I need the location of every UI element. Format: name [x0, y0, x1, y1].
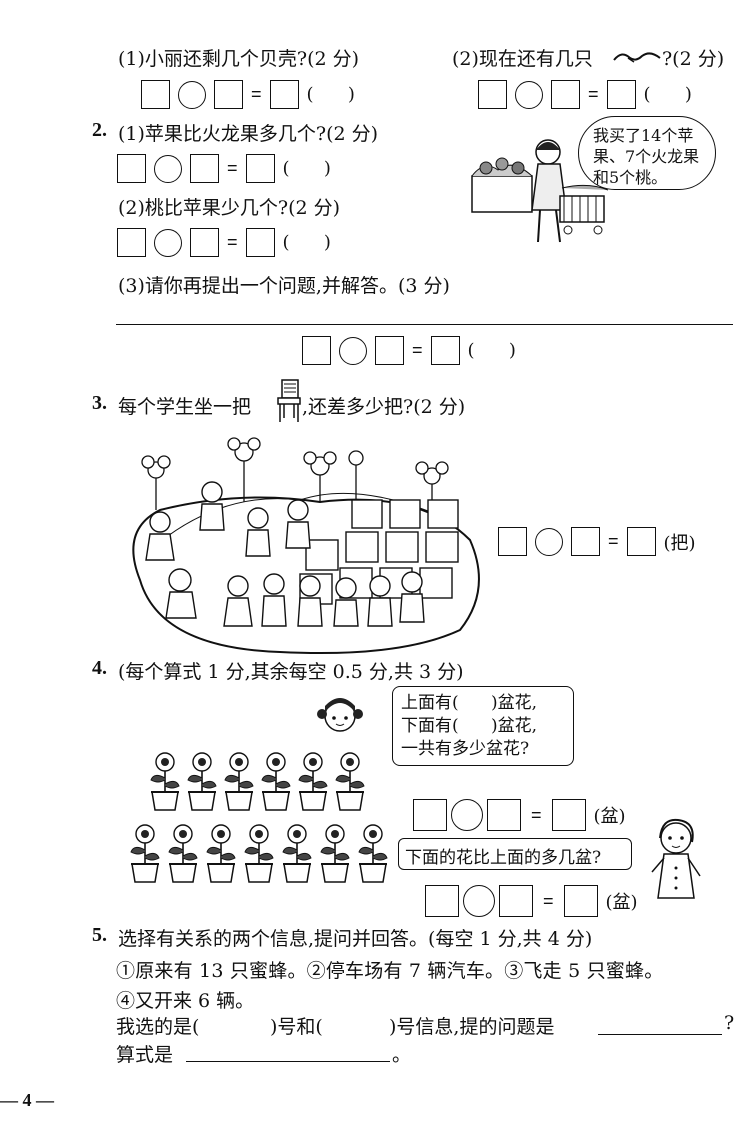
operator-circle[interactable]	[339, 336, 367, 365]
q2-equation-1: = ( )	[117, 154, 331, 183]
q5-choose-label-c: )号信息,提的问题是	[389, 1016, 555, 1038]
operator-circle[interactable]	[515, 80, 543, 109]
shopping-girl-illustration	[471, 139, 609, 243]
q5-formula-end: 。	[392, 1044, 412, 1066]
q4-equation-2: = (盆)	[425, 885, 638, 917]
girl-figure-icon	[651, 818, 701, 899]
q2-equation-2: = ( )	[117, 228, 331, 257]
q2-speech-bubble: 我买了14个苹 果、7个火龙果 和5个桃。	[578, 116, 716, 190]
bird-icon	[613, 52, 661, 63]
q5-formula-label: 算式是	[116, 1044, 174, 1066]
q5-info-line-1: ①原来有 13 只蜜蜂。②停车场有 7 辆汽车。③飞走 5 只蜜蜂。	[116, 960, 664, 982]
q5-number: 5.	[92, 924, 107, 946]
q2-equation-3: = ( )	[302, 336, 516, 365]
q4-question: (每个算式 1 分,其余每空 0.5 分,共 3 分)	[118, 661, 464, 683]
q2-number: 2.	[92, 119, 107, 141]
answer-box[interactable]	[117, 228, 146, 257]
q4-speech-bubble: 上面有( )盆花, 下面有( )盆花, 一共有多少盆花?	[392, 686, 574, 766]
answer-box[interactable]	[606, 80, 636, 109]
answer-box[interactable]	[245, 228, 275, 257]
flower-pot-icon	[282, 824, 312, 883]
answer-line[interactable]	[116, 324, 733, 325]
flower-pot-icon	[187, 752, 217, 811]
flower-pot-icon	[298, 752, 328, 811]
flower-pot-icon	[244, 824, 274, 883]
answer-box[interactable]	[117, 154, 146, 183]
q5-question: 选择有关系的两个信息,提问并回答。(每空 1 分,共 4 分)	[118, 928, 593, 950]
q3-question-b: ,还差多少把?(2 分)	[302, 396, 466, 418]
chair-icon	[277, 379, 301, 422]
q1-part1-question: (1)小丽还剩几个贝壳?(2 分)	[118, 48, 360, 70]
q5-choose-label-a: 我选的是(	[116, 1016, 200, 1038]
flower-pot-icon	[150, 752, 180, 811]
flower-pot-icon	[358, 824, 388, 883]
flower-pot-icon	[206, 824, 236, 883]
flower-pot-icon	[335, 752, 365, 811]
flower-pot-icon	[320, 824, 350, 883]
operator-circle[interactable]	[451, 799, 483, 831]
page-number: — 4 —	[0, 1090, 54, 1110]
answer-box[interactable]	[571, 527, 600, 556]
q1-part2-question-b: ?(2 分)	[662, 48, 725, 70]
flower-pot-icon	[130, 824, 160, 883]
unit-label: (把)	[663, 532, 696, 554]
answer-box[interactable]	[190, 228, 219, 257]
q1-part2-question-a: (2)现在还有几只	[452, 48, 593, 70]
answer-box[interactable]	[499, 885, 533, 917]
unit-paren[interactable]: ( )	[643, 84, 692, 105]
unit-label: (盆)	[593, 806, 626, 827]
answer-box[interactable]	[269, 80, 299, 109]
flower-row-bottom	[128, 822, 390, 884]
operator-circle[interactable]	[178, 80, 206, 109]
q4-number: 4.	[92, 657, 107, 679]
answer-box[interactable]	[498, 527, 527, 556]
operator-circle[interactable]	[535, 527, 563, 556]
answer-box[interactable]	[425, 885, 459, 917]
question-answer-line[interactable]	[598, 1034, 722, 1035]
q5-choose-label-b: )号和(	[270, 1016, 323, 1038]
q5-choose-label-d: ?	[724, 1012, 735, 1034]
answer-box[interactable]	[245, 154, 275, 183]
answer-box[interactable]	[413, 799, 447, 831]
operator-circle[interactable]	[154, 154, 182, 183]
unit-paren[interactable]: ( )	[306, 84, 355, 105]
flower-pot-icon	[224, 752, 254, 811]
flower-pot-icon	[261, 752, 291, 811]
unit-paren[interactable]: ( )	[467, 340, 516, 361]
formula-answer-line[interactable]	[186, 1061, 390, 1062]
answer-box[interactable]	[487, 799, 521, 831]
answer-box[interactable]	[551, 80, 580, 109]
q3-number: 3.	[92, 392, 107, 414]
operator-circle[interactable]	[463, 885, 495, 917]
flower-pot-icon	[168, 824, 198, 883]
answer-box[interactable]	[214, 80, 243, 109]
q2-part3: (3)请你再提出一个问题,并解答。(3 分)	[118, 275, 450, 297]
answer-box[interactable]	[626, 527, 656, 556]
answer-box[interactable]	[190, 154, 219, 183]
answer-box[interactable]	[478, 80, 507, 109]
answer-box[interactable]	[375, 336, 404, 365]
flower-row-top	[148, 750, 367, 812]
q1-equation-2: = ( )	[478, 80, 692, 109]
q2-part2: (2)桃比苹果少几个?(2 分)	[118, 197, 341, 219]
playground-illustration	[132, 437, 480, 655]
answer-box[interactable]	[302, 336, 331, 365]
q2-part1: (1)苹果比火龙果多几个?(2 分)	[118, 123, 379, 145]
answer-box[interactable]	[141, 80, 170, 109]
q1-equation-1: = ( )	[141, 80, 355, 109]
q4-speech-bubble-2: 下面的花比上面的多几盆?	[398, 838, 632, 870]
q3-question-a: 每个学生坐一把	[118, 396, 252, 418]
girl-head-icon	[317, 698, 363, 732]
q4-equation-1: = (盆)	[413, 799, 626, 831]
answer-box[interactable]	[563, 885, 598, 917]
q3-equation: = (把)	[498, 527, 696, 556]
unit-label: (盆)	[605, 892, 638, 913]
answer-box[interactable]	[551, 799, 586, 831]
unit-paren[interactable]: ( )	[282, 232, 331, 253]
operator-circle[interactable]	[154, 228, 182, 257]
q5-info-line-2: ④又开来 6 辆。	[116, 990, 255, 1012]
answer-box[interactable]	[430, 336, 460, 365]
unit-paren[interactable]: ( )	[282, 158, 331, 179]
